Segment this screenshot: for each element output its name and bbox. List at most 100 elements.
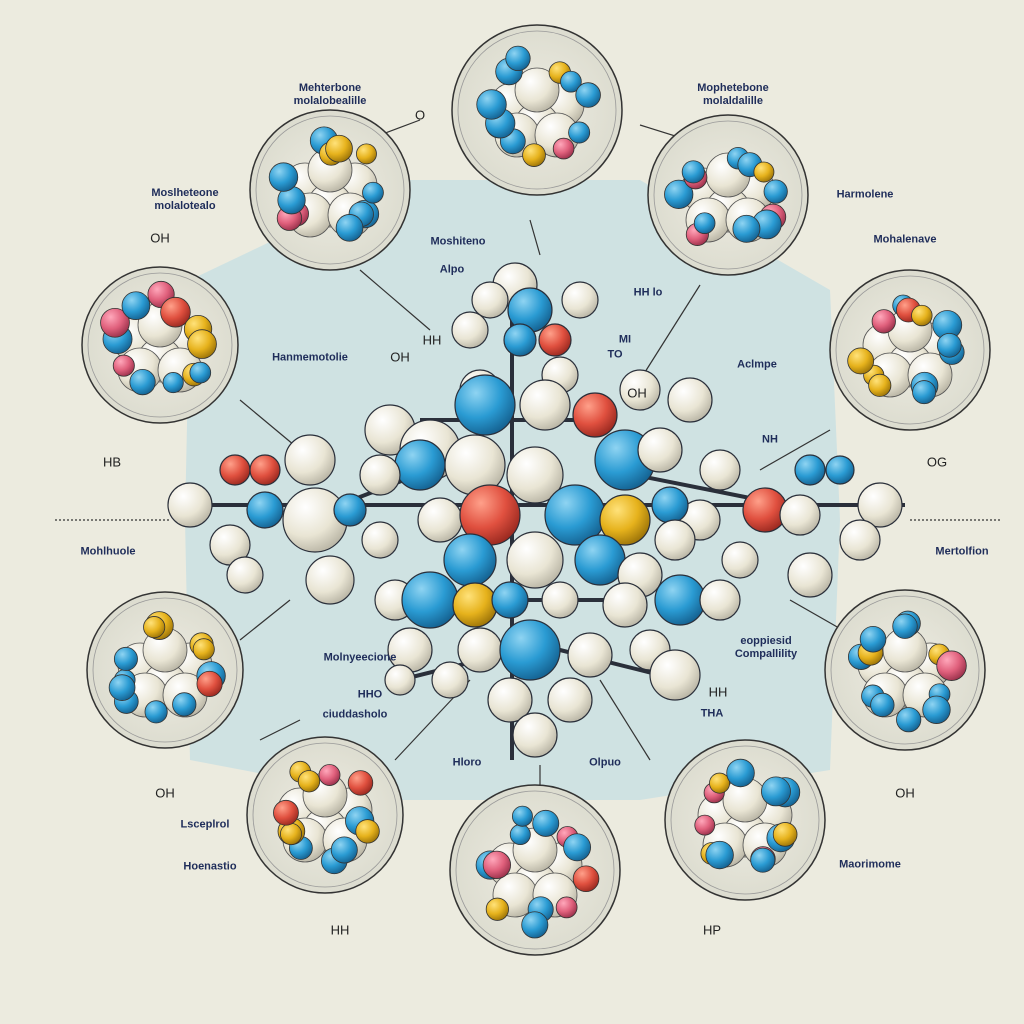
connector-line [599,679,651,761]
atom-sphere [637,427,683,473]
atom-sphere [519,379,571,431]
atom-sphere [563,833,592,862]
atom-sphere [491,581,529,619]
label-right-og: OG [926,454,948,470]
atom-sphere [699,449,741,491]
atom-sphere [602,582,648,628]
atom-sphere [761,776,791,807]
atom-sphere [471,281,509,319]
atom-sphere [452,582,498,628]
atom-sphere [763,179,788,204]
atom-sphere [318,764,341,786]
atom-sphere [896,707,922,733]
atom-sphere [196,670,223,697]
label-left-mid: Mohlhuole [80,545,136,558]
atom-sphere [476,89,507,120]
molecule-cluster-3 [647,114,809,276]
label-br-maci: Maorimome [839,858,901,871]
atom-sphere [654,519,696,561]
atom-sphere [499,619,561,681]
atom-sphere [599,494,651,546]
label-right-oh: OH [895,785,915,801]
atom-sphere [522,143,546,167]
atom-sphere [355,819,380,844]
atom-sphere [694,814,716,836]
label-inner-hhlo: HH lo [633,286,663,299]
label-right-mid2: Mertolfion [935,545,989,558]
atom-sphere [509,824,531,846]
label-bottom-hh: HH [330,922,350,938]
atom-sphere [555,896,578,919]
molecule-cluster-1 [451,24,623,196]
atom-sphere [750,847,776,873]
atom-sphere [552,137,575,160]
label-bl-lsca: Lsceplrol [180,818,230,831]
atom-sphere [664,179,694,209]
molecule-cluster-7 [824,589,986,751]
label-inner-hho: HHO [357,688,383,701]
atom-sphere [575,82,601,108]
atom-sphere [651,486,689,524]
atom-sphere [506,531,564,589]
label-tl-oh: OH [150,230,170,246]
label-left-hb: HB [102,454,122,470]
atom-sphere [113,646,138,671]
atom-sphere [654,574,706,626]
atom-sphere [567,632,613,678]
atom-sphere [699,579,741,621]
atom-sphere [922,695,951,724]
atom-sphere [649,649,701,701]
atom-sphere [794,454,826,486]
label-left-oh: OH [155,785,175,801]
atom-sphere [936,650,967,681]
label-inner-oh: OH [390,349,410,365]
atom-sphere [226,556,264,594]
atom-sphere [839,519,881,561]
atom-sphere [394,439,446,491]
atom-sphere [361,521,399,559]
atom-sphere [362,181,384,204]
atom-sphere [187,329,217,359]
atom-sphere [560,70,582,93]
label-inner-olpuo: Olpuo [589,756,621,769]
atom-sphere [512,712,558,758]
atom-sphere [871,309,896,334]
atom-sphere [333,493,367,527]
atom-sphere [384,664,416,696]
atom-sphere [868,373,892,397]
connector-line [759,429,831,471]
atom-sphere [787,552,833,598]
atom-sphere [574,534,626,586]
atom-sphere [547,677,593,723]
molecule-cluster-9 [664,739,826,901]
atom-sphere [847,347,875,375]
atom-sphere [667,377,713,423]
atom-sphere [681,160,705,184]
atom-sphere [305,555,355,605]
atom-sphere [709,772,731,794]
atom-sphere [482,850,512,880]
atom-sphere [825,455,855,485]
connector-line [239,599,291,641]
connector-line [259,719,301,741]
atom-sphere [246,491,284,529]
atom-sphere [297,770,321,793]
atom-sphere [121,291,151,321]
atom-sphere [503,323,537,357]
label-inner-molyp: Molnyeecione [323,651,397,664]
atom-sphere [417,497,463,543]
atom-sphere [538,323,572,357]
label-inner-hloro: Hloro [452,756,482,769]
molecule-cluster-2 [249,109,411,271]
atom-sphere [561,281,599,319]
atom-sphere [249,454,281,486]
atom-sphere [892,613,918,639]
atom-sphere [912,380,937,405]
atom-sphere [505,45,531,72]
atom-sphere [619,369,661,411]
atom-sphere [451,311,489,349]
